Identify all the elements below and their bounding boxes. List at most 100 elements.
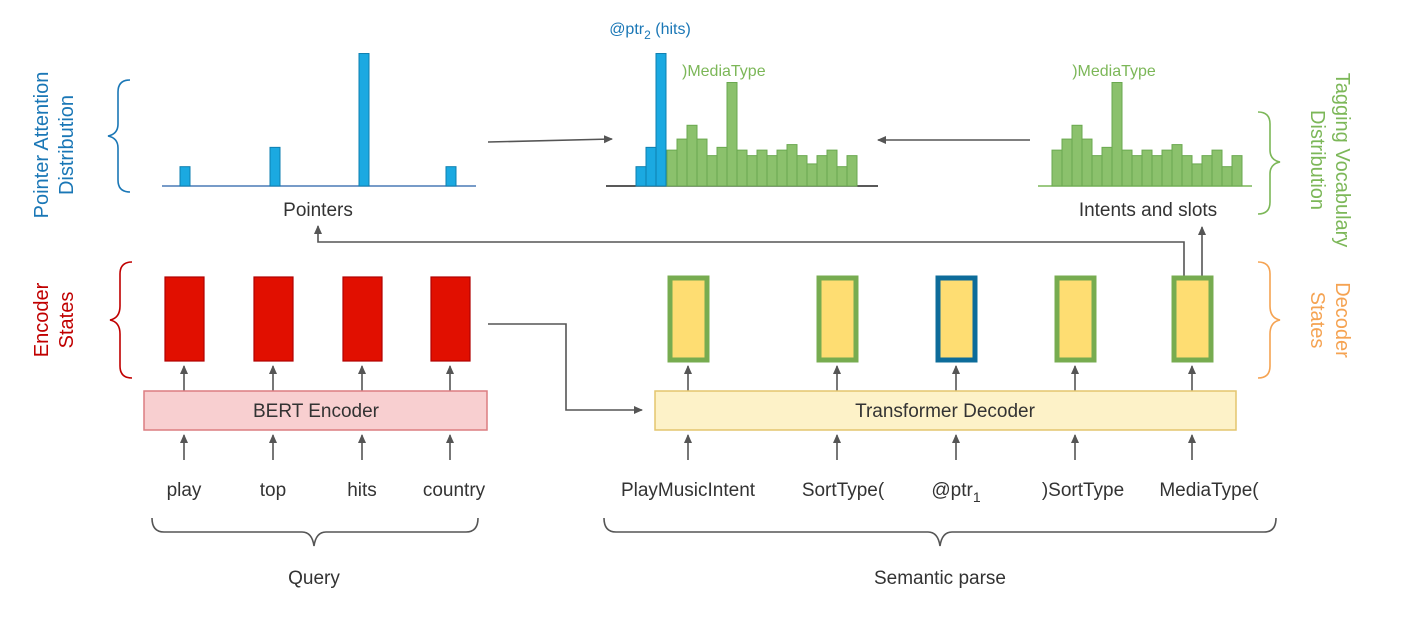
merged-vocab-bar bbox=[736, 149, 748, 187]
bert-encoder-label: BERT Encoder bbox=[253, 401, 380, 422]
semantic-parse-bracket bbox=[603, 517, 1277, 547]
decoder-states-line1: Decoder bbox=[1331, 282, 1353, 358]
tagging-vocab-bar bbox=[1231, 155, 1243, 187]
tagging-vocab-bar bbox=[1101, 146, 1113, 187]
merged-vocab-bar bbox=[706, 155, 718, 187]
decoder-states-label: Decoder States bbox=[1257, 261, 1353, 379]
query-token: top bbox=[260, 480, 286, 501]
decoder-state bbox=[667, 275, 710, 363]
tagging-vocab-bar bbox=[1221, 166, 1233, 187]
tagging-vocab-bar bbox=[1131, 155, 1143, 187]
merged-vocab-bar bbox=[816, 155, 828, 187]
tagging-vocab-bar bbox=[1161, 149, 1173, 187]
merged-vocab-bar bbox=[846, 155, 858, 187]
tagging-vocab-bar bbox=[1181, 155, 1193, 187]
decoder-state bbox=[1054, 275, 1097, 363]
parse-token-ptr-main: @ptr bbox=[931, 480, 973, 501]
merged-top-label-suffix: (hits) bbox=[651, 21, 691, 38]
merged-vocab-bar bbox=[746, 155, 758, 187]
query-token: play bbox=[167, 480, 202, 501]
tagging-vocab-bar bbox=[1211, 149, 1223, 187]
tagging-vocab-bar bbox=[1191, 163, 1203, 187]
merged-output-distribution bbox=[606, 53, 878, 187]
pointer-attention-brace bbox=[107, 79, 131, 193]
merged-top-label-sub: 2 bbox=[644, 28, 651, 42]
parse-token-ptr-sub: 1 bbox=[973, 489, 981, 505]
decoder-states bbox=[667, 275, 1214, 363]
encoder-state bbox=[430, 276, 471, 362]
merged-pointer-bar bbox=[635, 166, 647, 187]
encoder-states-label: Encoder States bbox=[31, 261, 133, 379]
decoder-states-brace bbox=[1257, 261, 1281, 379]
tagging-vocab-bar bbox=[1151, 155, 1163, 187]
merged-top-label-main: @ptr bbox=[609, 21, 645, 38]
tagging-vocab-bar bbox=[1121, 149, 1133, 187]
encoder-states-line2: States bbox=[56, 292, 78, 349]
merged-mediatype-label: )MediaType bbox=[682, 63, 766, 80]
parse-token: MediaType( bbox=[1159, 480, 1259, 501]
parse-token: PlayMusicIntent bbox=[621, 480, 756, 501]
query-token: country bbox=[423, 480, 486, 501]
merged-vocab-bar bbox=[826, 149, 838, 187]
merged-vocab-bar bbox=[786, 144, 798, 187]
parse-token: )SortType bbox=[1042, 480, 1124, 501]
arrow-encoder-to-decoder bbox=[488, 323, 643, 414]
decoder-state bbox=[816, 275, 859, 363]
merged-vocab-bar bbox=[696, 138, 708, 187]
encoder-state bbox=[342, 276, 383, 362]
merged-vocab-bar bbox=[776, 149, 788, 187]
merged-vocab-bar bbox=[716, 146, 728, 187]
tagging-vocab-bar bbox=[1171, 144, 1183, 187]
tagging-vocabulary-line1: Tagging Vocabulary bbox=[1331, 73, 1353, 248]
encoder-states-line1: Encoder bbox=[31, 282, 53, 357]
pointer-bar bbox=[179, 166, 191, 187]
tagging-vocab-bar bbox=[1141, 149, 1153, 187]
encoder-state bbox=[164, 276, 205, 362]
parse-token: SortType( bbox=[802, 480, 885, 501]
merged-vocab-bar bbox=[796, 155, 808, 187]
encoder-state bbox=[253, 276, 294, 362]
merged-pointer-bar bbox=[655, 53, 667, 187]
merged-vocab-bar bbox=[686, 124, 698, 187]
arrow-decoder-to-pointers bbox=[314, 225, 1185, 276]
pointer-bar bbox=[445, 166, 457, 187]
tagging-vocab-bar bbox=[1071, 124, 1083, 187]
tagging-vocab-bar bbox=[1051, 149, 1063, 187]
tagging-vocab-bar bbox=[1111, 82, 1123, 187]
decoder-state-ptr bbox=[935, 275, 978, 363]
pointer-attention-distribution bbox=[162, 53, 476, 187]
tagging-vocabulary-distribution bbox=[1038, 82, 1252, 187]
merged-top-label: @ptr2 (hits) bbox=[609, 21, 691, 42]
pointer-attention-line2: Distribution bbox=[56, 95, 78, 195]
tagging-mediatype-label: )MediaType bbox=[1072, 63, 1156, 80]
merged-vocab-bar bbox=[666, 149, 678, 187]
merged-pointer-bar bbox=[645, 146, 657, 187]
merged-vocab-bar bbox=[836, 166, 848, 187]
pointer-bar bbox=[269, 146, 281, 187]
decoder-state bbox=[1171, 275, 1214, 363]
tagging-vocabulary-line2: Distribution bbox=[1306, 110, 1328, 210]
intents-slots-caption: Intents and slots bbox=[1079, 200, 1217, 221]
bert-encoder-box bbox=[143, 390, 488, 431]
pointers-caption: Pointers bbox=[283, 200, 353, 221]
semantic-parse-label: Semantic parse bbox=[874, 568, 1006, 589]
transformer-decoder-label: Transformer Decoder bbox=[855, 401, 1036, 422]
parse-token-ptr: @ptr1 bbox=[931, 480, 980, 505]
merged-vocab-bar bbox=[756, 149, 768, 187]
transformer-decoder-box bbox=[654, 390, 1237, 431]
query-label: Query bbox=[288, 568, 340, 589]
arrow-pointers-to-merged bbox=[487, 135, 613, 144]
tagging-vocabulary-label: Tagging Vocabulary Distribution bbox=[1257, 73, 1353, 248]
merged-vocab-bar bbox=[806, 163, 818, 187]
decoder-states-line2: States bbox=[1306, 292, 1328, 349]
pointer-bar bbox=[358, 53, 370, 187]
merged-vocab-bar bbox=[676, 138, 688, 187]
tagging-vocab-bar bbox=[1061, 138, 1073, 187]
pointer-attention-line1: Pointer Attention bbox=[31, 72, 53, 219]
query-bracket bbox=[151, 517, 479, 547]
tagging-vocabulary-brace bbox=[1257, 111, 1281, 215]
tagging-vocab-bar bbox=[1091, 155, 1103, 187]
query-token: hits bbox=[347, 480, 377, 501]
encoder-states-brace bbox=[109, 261, 133, 379]
